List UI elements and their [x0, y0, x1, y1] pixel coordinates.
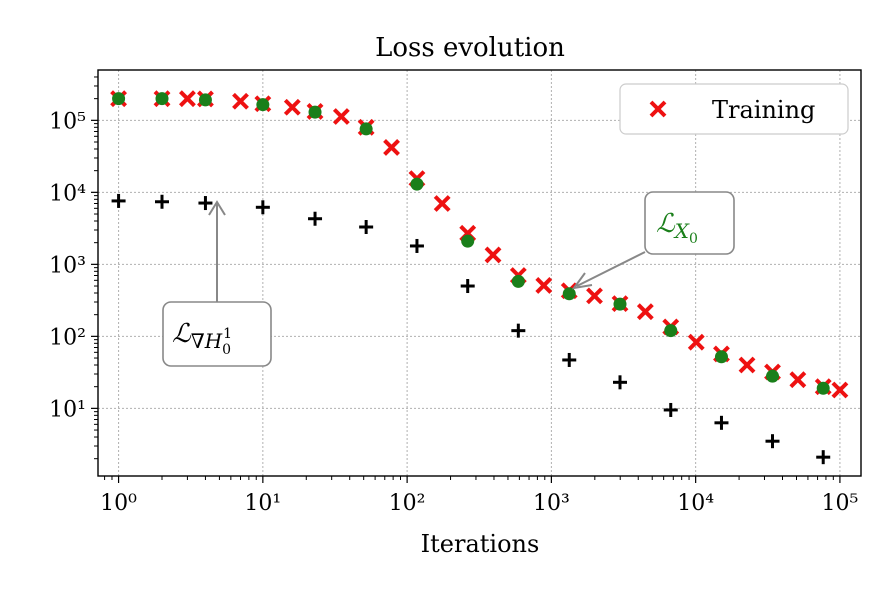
chart-title: Loss evolution: [375, 33, 565, 63]
y-tick-label-4: 10⁵: [49, 109, 86, 134]
x-tick-label-2: 10²: [389, 491, 426, 516]
training-point: [535, 276, 553, 294]
legend-marker: [649, 100, 667, 118]
x-axis-label: Iterations: [421, 530, 540, 558]
legend: Training: [619, 83, 849, 135]
data-series: [110, 90, 849, 465]
x-tick-label-4: 10⁴: [677, 491, 714, 516]
grad-loss-point: [111, 193, 126, 208]
y-tick-label-0: 10¹: [49, 397, 86, 422]
x0-loss-point: [112, 92, 126, 106]
training-point: [383, 139, 400, 156]
annotation-grad-arrowhead: [208, 200, 226, 216]
grad-loss-point: [198, 196, 213, 211]
x-tick-label-1: 10¹: [244, 491, 281, 516]
grad-loss-point: [460, 279, 475, 294]
x0-loss-point: [461, 234, 475, 248]
x-tick-label-5: 10⁵: [822, 491, 859, 516]
training-point: [232, 92, 249, 110]
plot-frame: [97, 69, 862, 477]
training-point: [433, 195, 451, 212]
x0-loss-point: [256, 98, 270, 112]
y-tick-label-3: 10⁴: [49, 181, 86, 206]
x0-loss-point: [613, 297, 627, 311]
training-point: [738, 356, 756, 374]
annotation-x0-box: [644, 191, 735, 255]
y-tick-label-2: 10³: [49, 253, 86, 278]
x-tick-label-3: 10³: [533, 491, 570, 516]
grad-loss-point: [816, 450, 831, 465]
grad-loss-point: [308, 211, 323, 226]
annotation-grad-label: ℒ∇H01: [172, 319, 232, 358]
x0-loss-point: [308, 105, 322, 119]
grad-loss-point: [714, 415, 729, 430]
annotation-x0: ℒX0: [571, 191, 735, 290]
grad-loss-point: [511, 323, 526, 338]
x-tick-label-0: 10⁰: [100, 491, 137, 516]
training-point: [586, 287, 603, 305]
grad-loss-point: [155, 194, 170, 209]
series-1: [112, 92, 830, 395]
annotation-grad-h0: ℒ∇H01: [162, 200, 272, 367]
training-point: [283, 98, 301, 116]
legend-label-training: Training: [712, 96, 815, 124]
x0-loss-point: [562, 287, 576, 301]
training-point: [179, 90, 196, 108]
x0-loss-point: [359, 122, 373, 136]
grid-lines: [98, 70, 861, 476]
x0-loss-point: [410, 177, 424, 191]
y-axis-ticks: 10¹ 10² 10³ 10⁴ 10⁵: [49, 76, 98, 460]
grad-loss-point: [663, 402, 678, 417]
x0-loss-point: [714, 350, 728, 364]
x0-loss-point: [816, 381, 830, 395]
x0-loss-point: [664, 324, 678, 338]
series-2: [111, 193, 831, 465]
training-point: [831, 381, 849, 399]
x0-loss-point: [155, 92, 169, 106]
annotation-grad-box: [162, 301, 272, 367]
training-point: [484, 246, 502, 264]
grad-loss-point: [562, 352, 577, 367]
grad-loss-point: [409, 238, 424, 253]
legend-box: [619, 83, 849, 135]
grad-loss-point: [613, 375, 628, 390]
grad-loss-point: [765, 434, 780, 449]
training-point: [789, 371, 807, 389]
x0-loss-point: [198, 93, 212, 107]
x0-loss-point: [766, 369, 780, 383]
x0-loss-point: [511, 274, 525, 288]
annotation-x0-label: ℒX0: [656, 209, 698, 247]
y-tick-label-1: 10²: [49, 325, 86, 350]
training-point: [636, 303, 654, 321]
annotation-x0-arrowhead: [571, 272, 593, 290]
training-point: [687, 333, 705, 351]
training-point: [332, 108, 350, 125]
grad-loss-point: [359, 220, 374, 235]
x-axis-ticks: 10⁰ 10¹ 10² 10³ 10⁴ 10⁵: [100, 476, 858, 516]
annotation-x0-arrow: [576, 251, 646, 287]
grad-loss-point: [255, 200, 270, 215]
